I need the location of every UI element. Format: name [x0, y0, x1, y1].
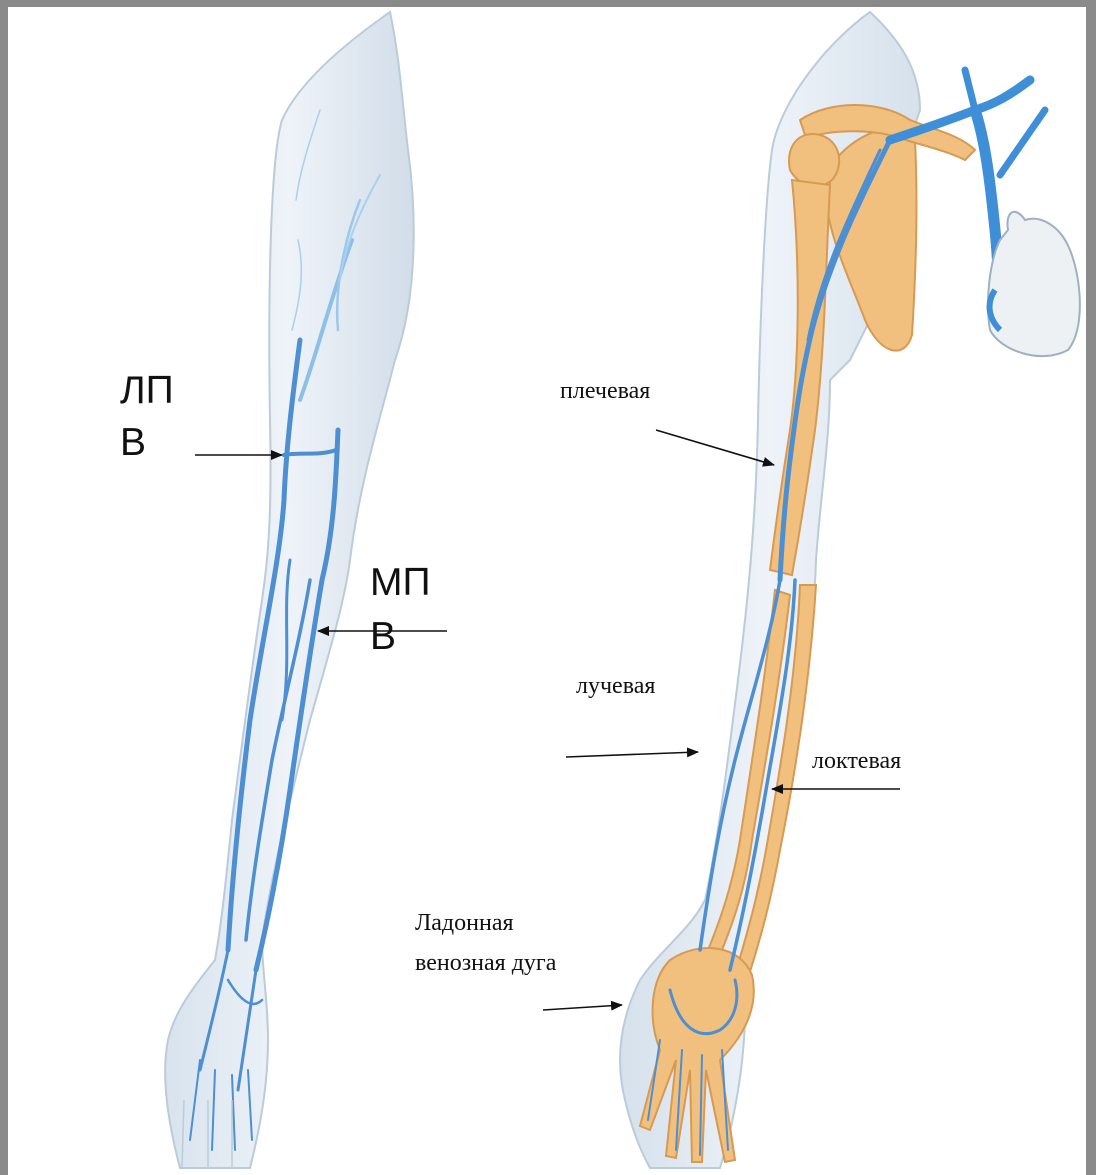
radial-arrow: [566, 752, 698, 757]
mpv-label-line1: МП: [370, 560, 431, 606]
right-arm: [620, 12, 1080, 1168]
brachial-label: плечевая: [560, 376, 650, 406]
heart: [988, 212, 1080, 356]
mpv-label-line2: В: [370, 614, 396, 660]
ulnar-label: локтевая: [812, 746, 901, 776]
lpv-label-line2: В: [120, 420, 146, 466]
humerus-head: [789, 134, 839, 186]
palmar-arrow: [543, 1005, 622, 1010]
lpv-label-line1: ЛП: [120, 368, 174, 414]
palmar-label-line1: Ладонная: [415, 908, 514, 938]
palmar-label-line2: венозная дуга: [415, 948, 556, 978]
radial-label: лучевая: [576, 671, 655, 701]
